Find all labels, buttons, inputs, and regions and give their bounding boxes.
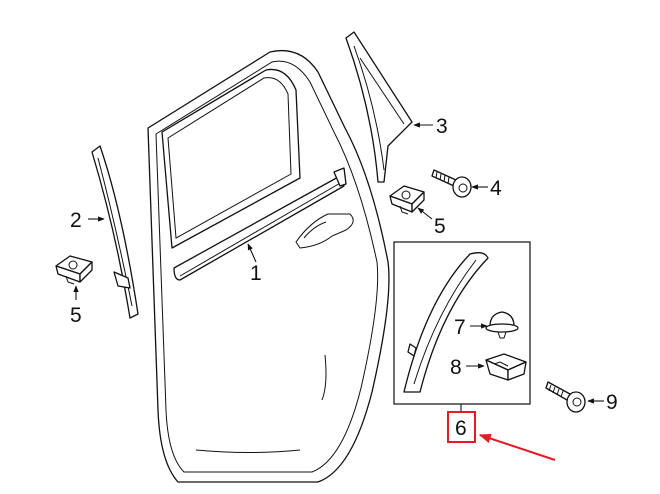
bolt-part-4 <box>431 169 472 198</box>
clip-part-8 <box>485 353 527 381</box>
callout-1: 1 <box>250 262 262 285</box>
rear-door-shell <box>147 49 390 483</box>
callout-9: 9 <box>606 391 618 414</box>
callout-4: 4 <box>490 177 502 200</box>
callout-5-right: 5 <box>434 215 446 238</box>
retainer-clip-left <box>55 255 93 285</box>
kit-applique-part <box>403 252 489 393</box>
callout-6: 6 <box>455 417 467 440</box>
callout-3: 3 <box>436 115 448 138</box>
callout-8: 8 <box>450 356 462 379</box>
leader-1 <box>247 243 257 263</box>
callout-2: 2 <box>70 209 82 232</box>
kit-detail-box <box>393 241 531 405</box>
retainer-clip-right <box>389 185 425 215</box>
highlight-arrow <box>478 433 556 461</box>
bolt-part-9 <box>545 381 586 413</box>
callout-7: 7 <box>454 316 466 339</box>
push-pin-part <box>485 311 519 339</box>
belt-moulding-part <box>173 167 347 281</box>
callout-6-highlight-box <box>447 411 476 443</box>
rear-pillar-applique-part <box>345 31 413 183</box>
callout-5-left: 5 <box>70 304 82 327</box>
leader-5-right <box>417 207 433 220</box>
front-pillar-applique-part <box>91 145 139 319</box>
